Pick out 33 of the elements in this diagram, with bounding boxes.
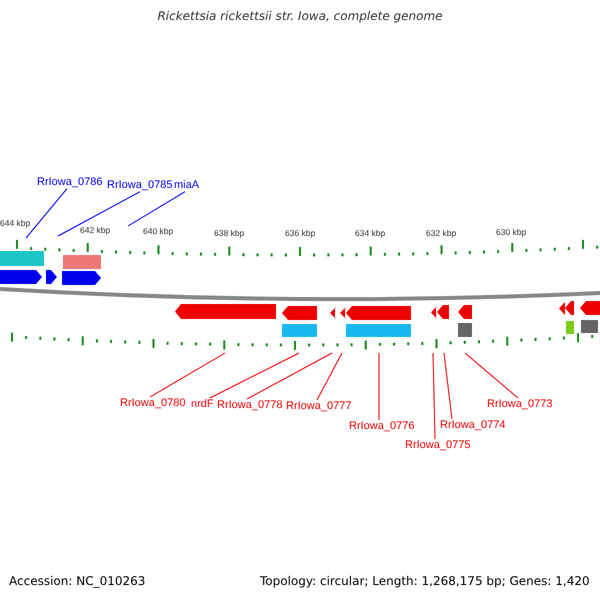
- gene-label: RrIowa_0785: [107, 179, 172, 192]
- leader-line: [246, 352, 332, 400]
- gene-label: RrIowa_0778: [217, 399, 282, 412]
- gene-label: RrIowa_0780: [120, 397, 186, 410]
- diagram-title: Rickettsia rickettsii str. Iowa, complete genome: [156, 10, 444, 24]
- gene-label: nrdF: [191, 398, 214, 411]
- gene-label: RrIowa_0775: [405, 439, 470, 452]
- gene-label: RrIowa_0786: [37, 176, 102, 189]
- gene-label: RrIowa_0774: [440, 419, 506, 432]
- footer-text: Topology: circular; Length: 1,268,175 bp; Genes: 1,420: [260, 575, 590, 589]
- leader-line: [150, 352, 226, 398]
- tick-label: 632 kbp: [426, 229, 456, 239]
- tick-label: 644 kbp: [0, 219, 30, 229]
- leader-line: [316, 352, 342, 400]
- leader-line: [444, 352, 452, 420]
- leader-line: [210, 352, 300, 398]
- leader-line: [464, 352, 518, 398]
- gene-label: RrIowa_0777: [286, 400, 352, 413]
- tick-label: 638 kbp: [214, 229, 244, 239]
- tick-label: 642 kbp: [80, 226, 110, 236]
- gene-label: RrIowa_0773: [487, 398, 552, 411]
- leader-line: [26, 188, 68, 238]
- gene-label: miaA: [174, 179, 200, 192]
- leader-line: [432, 352, 436, 440]
- tick-label: 640 kbp: [143, 227, 174, 237]
- tick-label: 634 kbp: [355, 229, 386, 239]
- tick-label: 630 kbp: [496, 228, 526, 238]
- leader-line: [58, 191, 140, 236]
- footer-text: Accession: NC_010263: [9, 575, 146, 589]
- tick-label: 636 kbp: [285, 229, 316, 239]
- gene-label: RrIowa_0776: [349, 420, 414, 433]
- leader-line: [128, 191, 186, 226]
- leader-line: [378, 352, 380, 420]
